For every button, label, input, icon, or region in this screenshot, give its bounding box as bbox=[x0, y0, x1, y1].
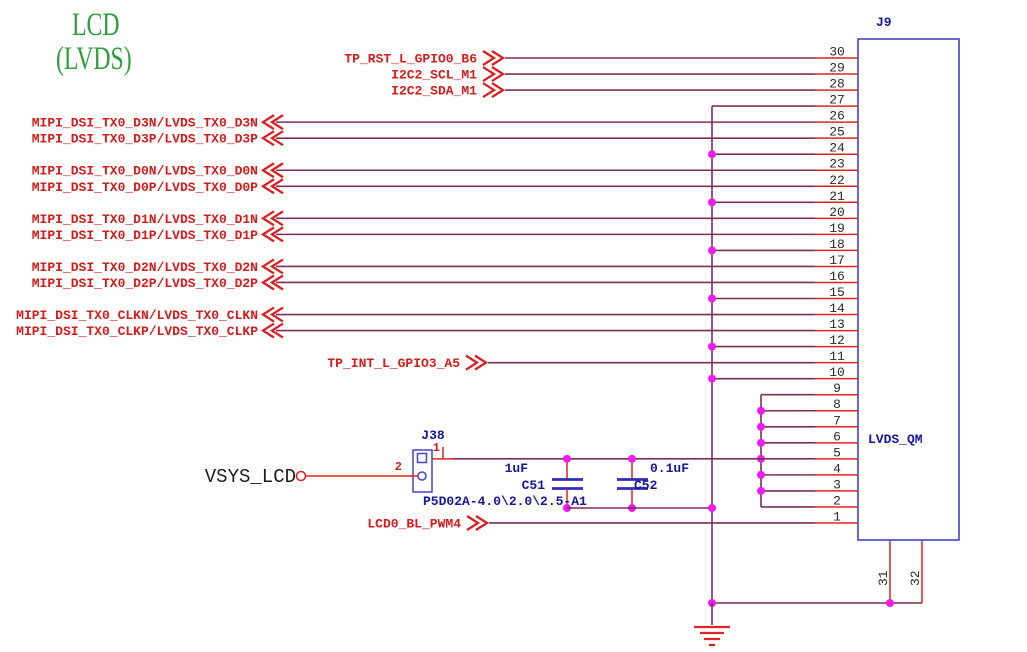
junction-dot bbox=[708, 246, 716, 255]
jumper-pin2-label: 2 bbox=[395, 460, 402, 474]
net-label: I2C2_SDA_M1 bbox=[391, 84, 477, 99]
pin-number: 8 bbox=[833, 397, 841, 412]
pin-number: 26 bbox=[829, 109, 845, 124]
junction-dot bbox=[708, 342, 716, 351]
pin-number: 17 bbox=[829, 253, 845, 268]
net-label: MIPI_DSI_TX0_D2P/LVDS_TX0_D2P bbox=[32, 276, 258, 291]
pin-number: 20 bbox=[829, 205, 845, 220]
pin-number: 15 bbox=[829, 285, 845, 300]
junction-dot bbox=[757, 486, 765, 495]
junction-dot bbox=[628, 454, 636, 463]
pin-number: 25 bbox=[829, 125, 845, 140]
chevron-left-icon bbox=[260, 322, 284, 339]
pin-number: 19 bbox=[829, 221, 845, 236]
pin-number: 1 bbox=[833, 509, 841, 524]
net-label: I2C2_SCL_M1 bbox=[391, 68, 477, 83]
chevron-left-icon bbox=[260, 226, 284, 243]
vsys-terminal bbox=[295, 470, 307, 482]
pin-number: 5 bbox=[833, 445, 841, 460]
net-label: MIPI_DSI_TX0_CLKN/LVDS_TX0_CLKN bbox=[16, 308, 258, 323]
pin-number-rotated: 31 bbox=[876, 570, 891, 586]
pin-number: 4 bbox=[833, 461, 841, 476]
pin-number: 6 bbox=[833, 429, 841, 444]
chevron-left-icon bbox=[260, 306, 284, 323]
net-label: MIPI_DSI_TX0_D1N/LVDS_TX0_D1N bbox=[32, 212, 258, 227]
cap-refdes: C51 bbox=[522, 478, 546, 493]
pin-number: 7 bbox=[833, 413, 841, 428]
junction-dot bbox=[563, 454, 571, 463]
net-label: TP_INT_L_GPIO3_A5 bbox=[327, 356, 460, 371]
chevron-right-icon bbox=[482, 66, 506, 83]
pin-number: 16 bbox=[829, 269, 845, 284]
pin-number-rotated: 32 bbox=[908, 570, 923, 586]
pin-number: 30 bbox=[829, 45, 845, 60]
junction-dot bbox=[708, 198, 716, 207]
net-label: MIPI_DSI_TX0_D0P/LVDS_TX0_D0P bbox=[32, 180, 258, 195]
cap-value-label: 1uF bbox=[505, 461, 529, 476]
net-label: MIPI_DSI_TX0_D3N/LVDS_TX0_D3N bbox=[32, 116, 258, 131]
chevron-right-icon bbox=[482, 50, 506, 66]
cap-refdes: C52 bbox=[634, 478, 658, 493]
cap-value-label: 0.1uF bbox=[650, 461, 689, 476]
pin-number: 27 bbox=[829, 93, 845, 108]
jumper-body bbox=[412, 449, 433, 493]
pin-number: 14 bbox=[829, 301, 845, 316]
junction-dot bbox=[708, 374, 716, 383]
chevron-left-icon bbox=[260, 210, 284, 227]
connector-name: LVDS_QM bbox=[868, 432, 923, 447]
pin-number: 21 bbox=[829, 189, 845, 204]
pin-number: 11 bbox=[829, 349, 845, 364]
pin-number: 23 bbox=[829, 157, 845, 172]
jumper-part-number: P5D02A-4.0\2.0\2.5-A1 bbox=[423, 494, 587, 509]
junction-dot bbox=[757, 406, 765, 415]
junction-dot bbox=[708, 504, 716, 512]
chevron-left-icon bbox=[260, 130, 284, 147]
net-label: MIPI_DSI_TX0_D0N/LVDS_TX0_D0N bbox=[32, 164, 258, 179]
chevron-left-icon bbox=[260, 274, 284, 291]
chevron-right-icon bbox=[466, 515, 490, 531]
chevron-left-icon bbox=[260, 178, 284, 195]
net-label: MIPI_DSI_TX0_CLKP/LVDS_TX0_CLKP bbox=[16, 324, 258, 339]
junction-dot bbox=[708, 150, 716, 159]
junction-dot bbox=[886, 599, 894, 607]
pin-number: 12 bbox=[829, 333, 845, 348]
chevron-right-icon bbox=[465, 354, 489, 371]
power-net-label: VSYS_LCD bbox=[205, 466, 296, 488]
pin-number: 9 bbox=[833, 381, 841, 396]
junction-dot bbox=[708, 294, 716, 303]
pin-number: 18 bbox=[829, 237, 845, 252]
pin-number: 29 bbox=[829, 61, 845, 76]
chevron-left-icon bbox=[260, 162, 284, 179]
net-label: TP_RST_L_GPIO0_B6 bbox=[344, 52, 477, 67]
junction-dot bbox=[757, 438, 765, 447]
jumper-pin1-square bbox=[416, 452, 428, 464]
net-label: MIPI_DSI_TX0_D2N/LVDS_TX0_D2N bbox=[32, 260, 258, 275]
chevron-left-icon bbox=[260, 258, 284, 275]
junction-dot bbox=[757, 470, 765, 479]
pin-number: 24 bbox=[829, 141, 845, 156]
net-label: LCD0_BL_PWM4 bbox=[367, 516, 461, 531]
pin-number: 2 bbox=[833, 493, 841, 508]
jumper-refdes: J38 bbox=[421, 428, 445, 443]
schematic-title-line2: (LVDS) bbox=[56, 41, 132, 77]
jumper-pin1-label: 1 bbox=[433, 441, 440, 455]
net-label: MIPI_DSI_TX0_D3P/LVDS_TX0_D3P bbox=[32, 132, 258, 147]
net-label: MIPI_DSI_TX0_D1P/LVDS_TX0_D1P bbox=[32, 228, 258, 243]
pin-number: 28 bbox=[829, 77, 845, 92]
chevron-left-icon bbox=[260, 114, 284, 131]
connector-body bbox=[857, 38, 960, 541]
pin-number: 3 bbox=[833, 477, 841, 492]
pin-number: 10 bbox=[829, 365, 845, 380]
pin-number: 13 bbox=[829, 317, 845, 332]
chevron-right-icon bbox=[482, 82, 506, 99]
schematic-title-line1: LCD bbox=[72, 7, 120, 43]
junction-dot bbox=[757, 422, 765, 431]
connector-refdes: J9 bbox=[876, 15, 892, 30]
pin-number: 22 bbox=[829, 173, 845, 188]
